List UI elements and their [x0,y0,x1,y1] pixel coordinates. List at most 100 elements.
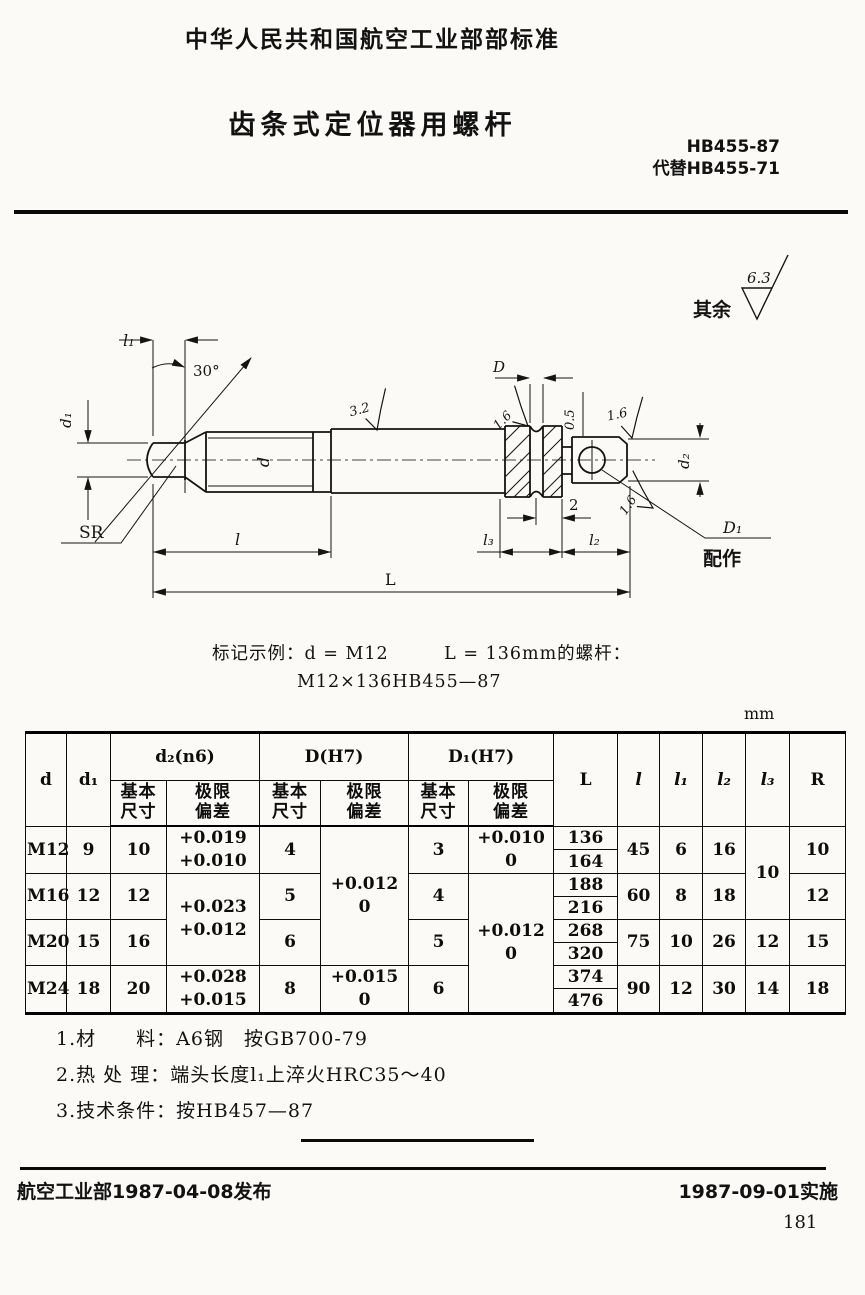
table-row: M24 18 20 +0.028 +0.015 8 +0.015 0 6 374… [25,964,847,1014]
roughness-symbol-groove: 1.6 [490,385,529,432]
dimension-table-wrap: d d₁ d₂(n6) D(H7) D₁(H7) L l l₁ l₂ l₃ R … [25,731,847,1015]
col-header-d1: d₁ [66,732,111,827]
cell-L-M24-a: 374 [553,964,619,990]
cell-l3-M20: 12 [745,918,791,966]
cell-l-M16: 60 [617,872,661,920]
dim-label-d2: d₂ [675,453,693,469]
cell-D1basic-M24: 6 [408,964,470,1014]
dimension-lines [61,336,771,598]
dim-label-D: D [492,358,505,376]
cell-d1-M20: 15 [66,918,111,966]
dim-label-D1: D₁ [722,518,742,537]
cell-Dbasic-M12: 4 [259,825,322,874]
table-row: M12 9 10 +0.019 +0.010 4 +0.012 0 3 +0.0… [25,825,847,966]
cell-L-M12-a: 136 [553,825,619,851]
subheader-dev-D: 极限 偏差 [320,780,410,827]
table-row: 216 [26,895,846,920]
cell-L-M16-b: 216 [553,895,619,920]
roughness-value-shaft: 3.2 [348,400,372,420]
cell-d2basic-M24: 20 [110,964,167,1014]
cell-l3-M12-M16: 10 [745,825,791,920]
cell-d2dev-M16-M20: +0.023 +0.012 [165,872,261,966]
cell-Ddev-M24: +0.015 0 [320,964,410,1014]
dim-label-d: d [254,457,273,467]
cell-R-M20: 15 [789,918,847,966]
subheader-dev-d2: 极限 偏差 [165,780,261,827]
unit-label: mm [744,704,775,723]
table-row: M16 12 12 +0.023 +0.012 5 4 +0.012 0 188… [25,872,847,1014]
marking-example-line1: 标记示例：d = M12 L = 136mm的螺杆： [212,644,632,664]
cell-l2-M24: 30 [702,964,747,1014]
cell-l3-M24: 14 [745,964,791,1014]
screw-rod-outline [146,425,628,498]
col-header-l3: l₃ [745,732,791,827]
cell-l2-M12: 16 [702,825,747,874]
cell-d-M16: M16 [25,872,69,920]
cell-L-M20-b: 320 [553,941,619,966]
subheader-basic-D1: 基本 尺寸 [408,780,470,827]
dim-label-groove-width: 0.5 [563,409,578,430]
dim-label-l: l [235,530,240,549]
cell-l-M20: 75 [617,918,661,966]
footer-issued: 航空工业部1987-04-08发布 [17,1181,272,1203]
roughness-symbol-hole: 1.6 [616,470,655,517]
dim-label-l2: l₂ [589,531,600,549]
col-header-L: L [553,732,619,827]
cell-l1-M24: 12 [659,964,704,1014]
standard-code: HB455-87 [686,137,780,157]
col-header-D-group: D(H7) [259,732,410,781]
cell-L-M12-b: 164 [553,849,619,874]
subheader-dev-D1: 极限 偏差 [468,780,555,827]
cell-d-M12: M12 [25,825,69,874]
document-title: 齿条式定位器用螺杆 [228,110,517,141]
knurl-hatching [504,425,563,498]
fit-machining-note: 配作 [703,547,741,570]
col-header-R: R [789,732,847,827]
cell-R-M12: 10 [789,825,847,874]
col-header-l1: l₁ [659,732,704,827]
cell-Ddev-M12-M20: +0.012 0 [320,825,410,966]
default-roughness-symbol [740,254,789,321]
marking-example-line2: M12×136HB455—87 [297,672,502,692]
roughness-value-hole: 1.6 [616,492,640,517]
cell-l1-M20: 10 [659,918,704,966]
cell-l1-M12: 6 [659,825,704,874]
cell-l2-M20: 26 [702,918,747,966]
standard-code-block: HB455-87 代替HB455-71 [570,136,780,180]
col-header-l2: l₂ [702,732,747,827]
notes-block: 1.材 料：A6钢 按GB700-79 2.热 处 理：端头长度l₁上淬火HRC… [56,1021,447,1129]
cell-Dbasic-M16: 5 [259,872,322,920]
cell-D1dev-M16-M24: +0.012 0 [468,872,555,1014]
cell-R-M24: 18 [789,964,847,1014]
footer-effective: 1987-09-01实施 [678,1181,838,1203]
cell-d1-M16: 12 [66,872,111,920]
cell-d-M20: M20 [25,918,69,966]
cell-l1-M16: 8 [659,872,704,920]
dim-label-d1: d₁ [57,412,75,428]
roughness-symbol-end: 1.6 [606,396,644,440]
superseded-standard: 代替HB455-71 [652,159,780,179]
col-header-D1-group: D₁(H7) [408,732,555,781]
col-header-d: d [25,732,67,827]
dim-label-SR: SR [79,523,105,543]
roughness-symbol-3-2: 3.2 [348,388,387,432]
cell-L-M20-a: 268 [553,918,619,943]
dim-label-l3: l₃ [483,531,494,549]
table-row: 476 [26,988,846,1014]
table-row: 320 [26,941,846,966]
other-surfaces-label: 其余 [693,298,732,321]
cell-d2dev-M24: +0.028 +0.015 [165,964,261,1014]
note-material: 1.材 料：A6钢 按GB700-79 [56,1028,368,1050]
subheader-basic-d2: 基本 尺寸 [110,780,167,827]
cell-d1-M12: 9 [66,825,111,874]
col-header-l: l [617,732,661,827]
cell-l-M24: 90 [617,964,661,1014]
cell-d2basic-M12: 10 [110,825,167,874]
note-heat-treatment: 2.热 处 理：端头长度l₁上淬火HRC35～40 [56,1064,447,1086]
dim-label-2: 2 [569,496,579,514]
cell-d-M24: M24 [25,964,69,1014]
dimension-table: d d₁ d₂(n6) D(H7) D₁(H7) L l l₁ l₂ l₃ R … [25,731,847,1015]
cell-D1basic-M12: 3 [408,825,470,874]
cell-d1-M24: 18 [66,964,111,1014]
cell-L-M16-a: 188 [553,872,619,897]
